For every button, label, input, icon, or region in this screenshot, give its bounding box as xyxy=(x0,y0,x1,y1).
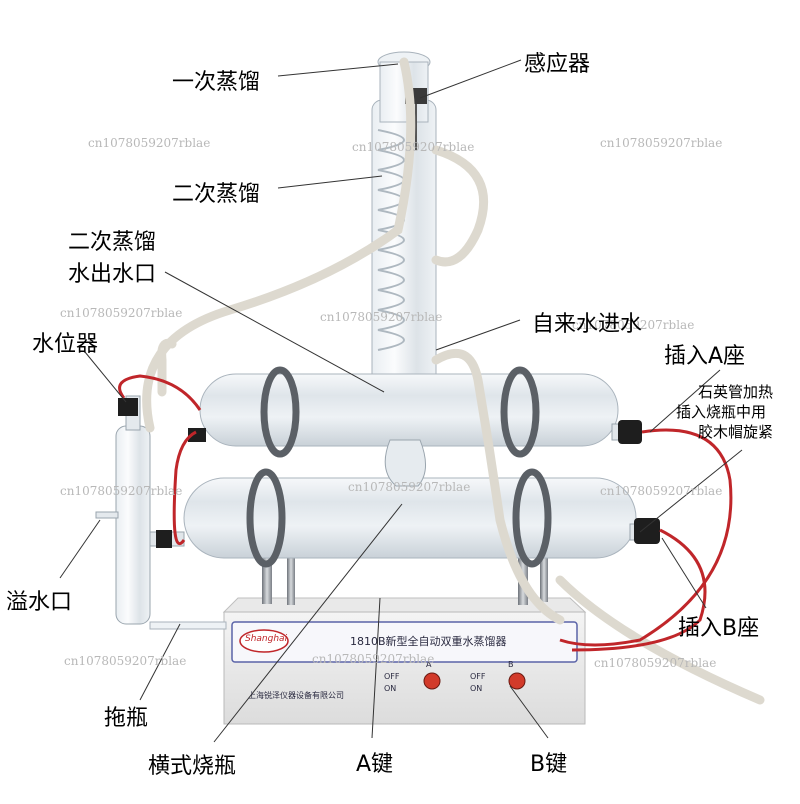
key-a-switch[interactable] xyxy=(423,672,441,690)
leader-lines xyxy=(59,59,743,743)
label-overflow: 溢水口 xyxy=(6,590,73,615)
watermark: cn1078059207rblae xyxy=(348,480,471,494)
label-quartz-line3: 胶木帽旋紧 xyxy=(698,423,774,441)
flask-clamps xyxy=(246,366,552,568)
switch-b-letter: B xyxy=(508,660,514,669)
watermark: cn1078059207rblae xyxy=(60,306,183,320)
label-quartz-line1: 石英管加热 xyxy=(698,383,774,401)
watermark: cn1078059207rblae xyxy=(600,136,723,150)
tray-bottle-pipe xyxy=(149,621,227,630)
label-water-level: 水位器 xyxy=(32,332,99,357)
label-socket-a: 插入A座 xyxy=(664,344,746,369)
switch-a-off: OFF xyxy=(384,672,400,681)
label-tap-water-inlet: 自来水进水 xyxy=(532,312,643,337)
label-quartz-line2: 插入烧瓶中用 xyxy=(676,403,767,421)
control-base xyxy=(222,597,587,725)
label-tray-bottle: 拖瓶 xyxy=(104,706,149,731)
watermark: cn1078059207rblae xyxy=(64,654,187,668)
label-horizontal-flask: 横式烧瓶 xyxy=(148,754,237,779)
watermark: cn1078059207rblae xyxy=(572,318,695,332)
maker-name: 上海锐泽仪器设备有限公司 xyxy=(248,691,344,700)
model-name: 1810B新型全自动双重水蒸馏器 xyxy=(350,635,507,648)
label-secondary-outlet-line2: 水出水口 xyxy=(68,262,157,287)
switch-b-off: OFF xyxy=(470,672,486,681)
watermark: cn1078059207rblae xyxy=(60,484,183,498)
upper-flask xyxy=(199,373,642,447)
flask-neck xyxy=(384,439,426,487)
switch-a-on: ON xyxy=(384,684,397,693)
label-primary-distillation: 一次蒸馏 xyxy=(172,70,261,95)
key-b-switch[interactable] xyxy=(508,672,526,690)
watermark: cn1078059207rblae xyxy=(600,484,723,498)
watermark: cn1078059207rblae xyxy=(352,140,475,154)
label-key-b: B键 xyxy=(530,752,568,777)
brand-logo xyxy=(239,629,289,653)
label-secondary-distillation: 二次蒸馏 xyxy=(172,182,261,207)
label-sensor: 感应器 xyxy=(524,52,591,77)
water-level-tube xyxy=(95,395,227,630)
nameplate xyxy=(231,621,578,663)
brand-logo-text: Shanghai xyxy=(245,634,288,644)
watermark: cn1078059207rblae xyxy=(594,656,717,670)
switch-b-on: ON xyxy=(470,684,483,693)
overflow-spout xyxy=(95,511,119,519)
watermark: cn1078059207rblae xyxy=(88,136,211,150)
switch-a-letter: A xyxy=(426,660,432,669)
label-key-a: A键 xyxy=(356,752,394,777)
label-secondary-outlet-line1: 二次蒸馏 xyxy=(68,230,157,255)
label-socket-b: 插入B座 xyxy=(678,616,760,641)
watermark: cn1078059207rblae xyxy=(312,652,435,666)
heater-cables xyxy=(118,374,733,652)
watermark: cn1078059207rblae xyxy=(320,310,443,324)
